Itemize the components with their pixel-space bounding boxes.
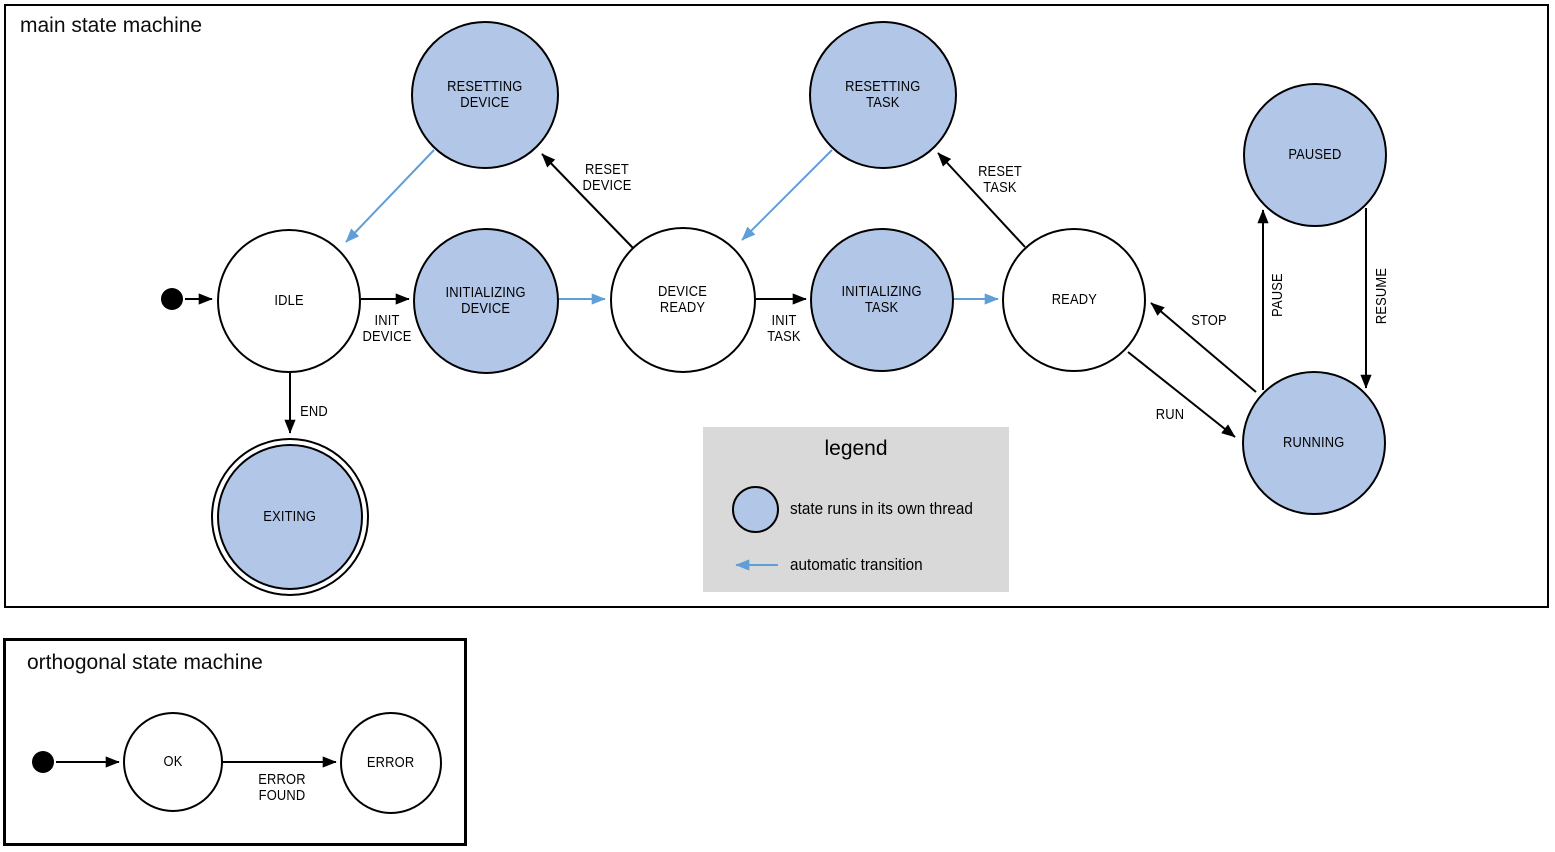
orthogonal-panel-title: orthogonal state machine: [27, 651, 263, 674]
transition-label-init-device: INIT DEVICE: [362, 312, 412, 345]
transition-label-run: RUN: [1155, 406, 1185, 423]
state-initializing-task: INITIALIZING TASK: [810, 228, 954, 372]
state-paused-label: PAUSED: [1288, 146, 1342, 163]
transition-label-resume: RESUME: [1373, 267, 1390, 325]
final-state-exiting-ring: EXITING: [211, 438, 369, 596]
transition-label-reset-task: RESET TASK: [978, 163, 1022, 196]
state-error: ERROR: [340, 712, 442, 814]
state-resetting-device: RESETTING DEVICE: [411, 21, 559, 169]
state-ok: OK: [123, 712, 223, 812]
legend-box: legend state runs in its own thread auto…: [703, 427, 1009, 592]
transition-label-stop: STOP: [1191, 312, 1227, 329]
transition-label-reset-device: RESET DEVICE: [582, 161, 632, 194]
state-resetting-task: RESETTING TASK: [809, 21, 957, 169]
main-panel-title: main state machine: [20, 14, 203, 37]
state-resetting-device-label: RESETTING DEVICE: [447, 78, 523, 111]
transition-label-end: END: [300, 403, 328, 420]
legend-thread-item-label: state runs in its own thread: [790, 499, 973, 518]
state-error-label: ERROR: [367, 754, 415, 771]
state-ready: READY: [1002, 228, 1146, 372]
state-exiting: EXITING: [217, 444, 363, 590]
state-device-ready-label: DEVICE READY: [658, 283, 708, 316]
legend-title: legend: [824, 437, 888, 460]
state-resetting-task-label: RESETTING TASK: [845, 78, 921, 111]
state-paused: PAUSED: [1243, 83, 1387, 227]
state-initializing-device-label: INITIALIZING DEVICE: [445, 284, 527, 317]
transition-label-pause: PAUSE: [1269, 273, 1286, 317]
state-initializing-task-label: INITIALIZING TASK: [841, 283, 923, 316]
state-idle: IDLE: [217, 229, 361, 373]
state-running-label: RUNNING: [1283, 434, 1345, 451]
state-initializing-device: INITIALIZING DEVICE: [413, 228, 559, 374]
initial-state-dot-main: [161, 288, 183, 310]
transition-label-init-task: INIT TASK: [767, 312, 801, 345]
state-ready-label: READY: [1051, 291, 1097, 308]
transition-label-error-found: ERROR FOUND: [258, 771, 306, 804]
state-exiting-label: EXITING: [263, 508, 317, 525]
state-idle-label: IDLE: [274, 292, 304, 309]
initial-state-dot-orthogonal: [32, 751, 54, 773]
state-device-ready: DEVICE READY: [610, 227, 756, 373]
legend-auto-item-label: automatic transition: [790, 555, 923, 574]
state-ok-label: OK: [163, 753, 183, 770]
state-running: RUNNING: [1242, 371, 1386, 515]
legend-threaded-state-icon: [732, 486, 779, 533]
